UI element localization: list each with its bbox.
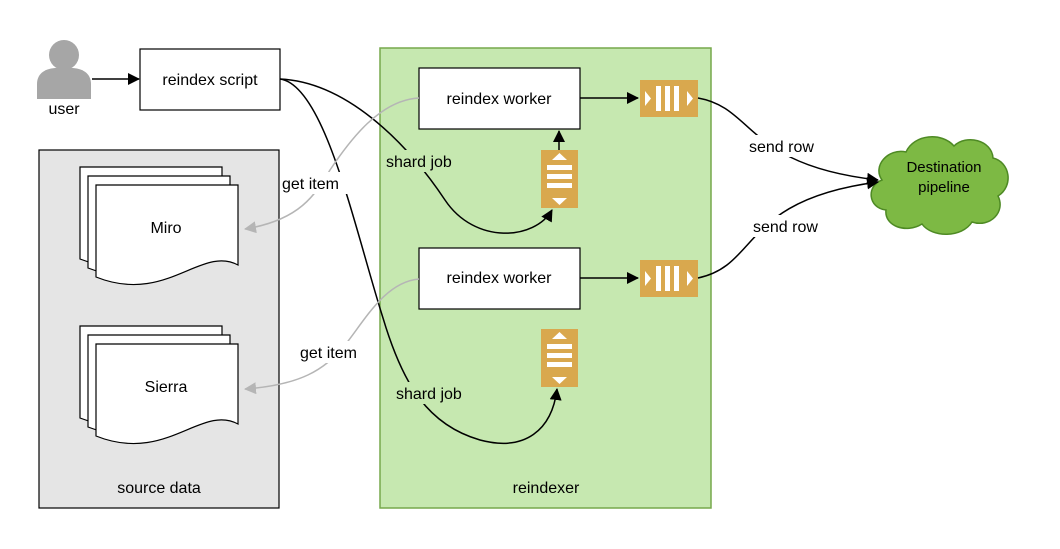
destination-label-line2: pipeline xyxy=(918,179,970,196)
shard-job-label-2: shard job xyxy=(396,386,462,403)
get-item-label-1: get item xyxy=(282,176,339,193)
reindex-worker-box-1 xyxy=(418,67,581,130)
get-item-label-2: get item xyxy=(300,345,357,362)
send-row-label-1: send row xyxy=(749,139,814,156)
send-row-label-2: send row xyxy=(753,219,818,236)
arrow-shard-job-1 xyxy=(279,78,553,234)
reindex-script-label: reindex script xyxy=(162,72,258,89)
reindex-script-box xyxy=(139,48,281,111)
destination-label-line1: Destination xyxy=(906,159,981,176)
user-label: user xyxy=(48,101,80,118)
miro-label: Miro xyxy=(150,220,181,237)
shard-queue-icon-2 xyxy=(541,329,578,387)
destination-cloud-icon xyxy=(870,136,1009,235)
user-icon xyxy=(37,40,91,99)
source-data-label: source data xyxy=(117,480,201,497)
shard-job-label-1: shard job xyxy=(386,154,452,171)
arrow-get-item-1 xyxy=(244,97,420,234)
shard-queue-icon-1 xyxy=(541,150,578,208)
sierra-label: Sierra xyxy=(145,379,188,396)
arrow-shard-job-2 xyxy=(279,78,562,444)
reindexer-label: reindexer xyxy=(513,480,580,497)
reindex-worker-box-2 xyxy=(418,247,581,310)
reindex-worker-label-2: reindex worker xyxy=(447,270,553,287)
output-queue-icon-1 xyxy=(640,80,698,117)
output-queue-icon-2 xyxy=(640,260,698,297)
reindex-worker-label-1: reindex worker xyxy=(447,91,553,108)
